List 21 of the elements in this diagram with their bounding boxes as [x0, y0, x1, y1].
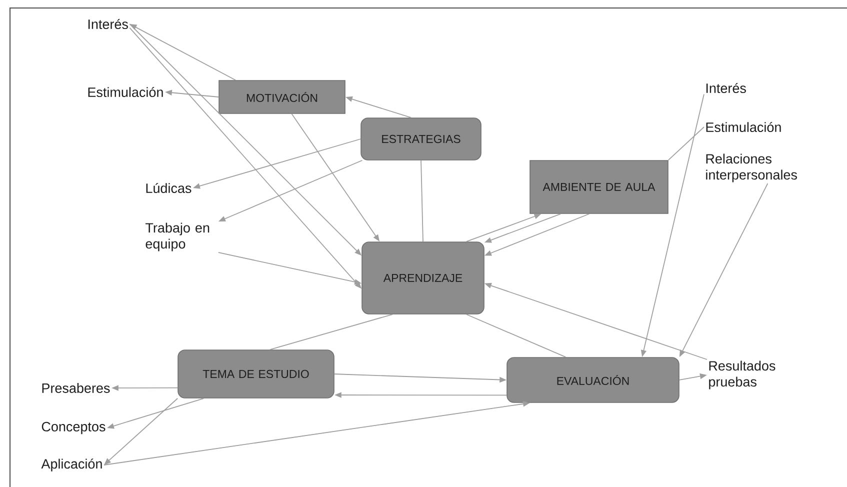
concept-box: EVALUACIÓN [506, 357, 680, 403]
concept-box: AMBIENTE DE AULA [530, 160, 668, 214]
concept-box: APRENDIZAJE [362, 242, 484, 314]
label-text: Conceptos [42, 422, 106, 434]
label-text: Lúdicas [146, 182, 192, 194]
connector-line [270, 314, 393, 350]
label-text: Interés [88, 18, 128, 30]
label-text: Aplicación [41, 458, 102, 472]
label-text: Relaciones interpersonales [706, 154, 797, 182]
connector-line [466, 314, 566, 358]
concept-box: MOTIVACIÓN [218, 80, 346, 114]
label-text: Trabajo en equipo [146, 222, 210, 252]
label-text: Resultados pruebas [709, 360, 776, 390]
label-text: Estimulación [706, 122, 781, 132]
label-text: Estimulación [88, 86, 163, 98]
label-text: Interés [706, 82, 746, 94]
concept-box: TEMA DE ESTUDIO [178, 350, 334, 398]
concept-box: ESTRATEGIAS [360, 118, 482, 160]
label-text: Presaberes [42, 383, 110, 393]
connector-line [668, 126, 704, 161]
connector-line [420, 160, 424, 242]
